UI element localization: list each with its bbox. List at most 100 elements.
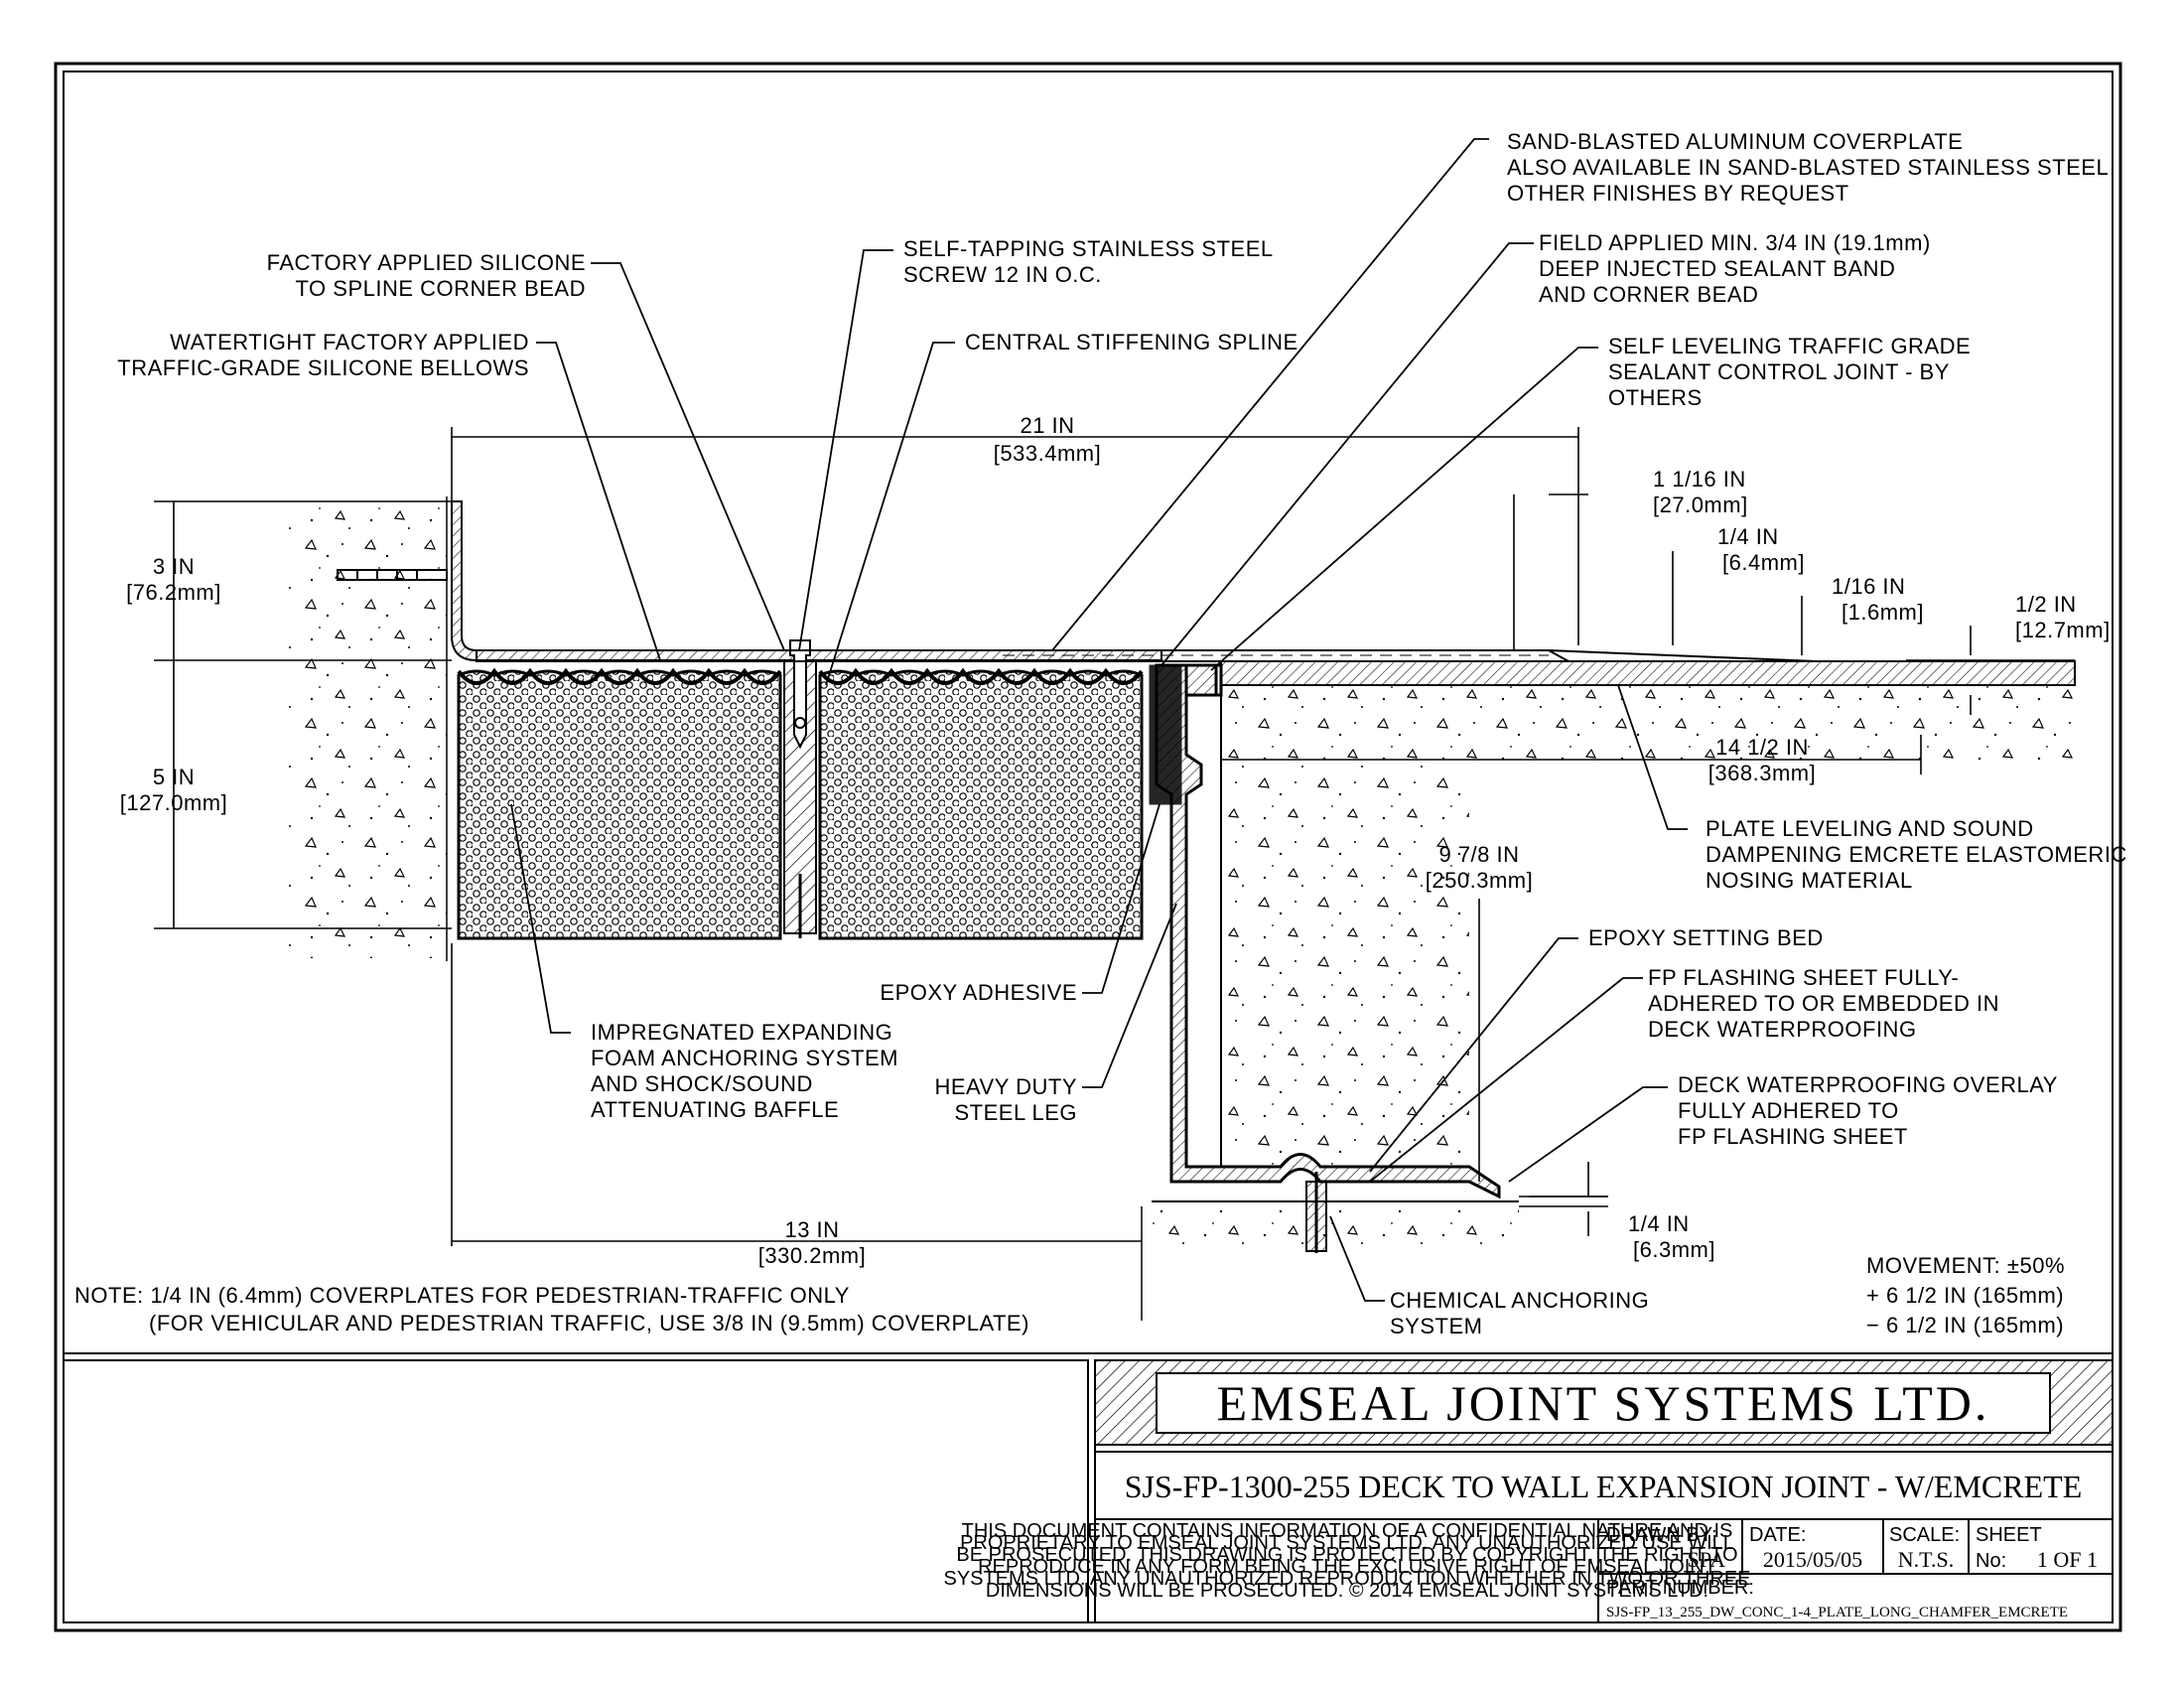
callout-overlay-3: FP FLASHING SHEET [1678,1124,1908,1149]
callout-silicone-bead-2: TO SPLINE CORNER BEAD [296,276,587,301]
callout-control-joint-2: SEALANT CONTROL JOINT - BY [1608,359,1950,384]
callout-field-sealant-1: FIELD APPLIED MIN. 3/4 IN (19.1mm) [1539,230,1931,255]
callout-control-joint-1: SELF LEVELING TRAFFIC GRADE [1608,334,1971,358]
callout-nosing-3: NOSING MATERIAL [1706,868,1913,893]
bellows [457,667,782,685]
dimension-lines [154,427,2075,1246]
disclaimer-1: THIS DOCUMENT CONTAINS INFORMATION OF A … [962,1520,1733,1542]
note-line-1: NOTE: 1/4 IN (6.4mm) COVERPLATES FOR PED… [74,1283,850,1308]
callout-foam-1: IMPREGNATED EXPANDING [591,1020,892,1045]
screw [789,639,811,750]
disclaimer-3: BE PROSECUTED. THIS DRAWING IS PROTECTED… [956,1544,1737,1566]
callout-steel-leg-1: HEAVY DUTY [934,1074,1077,1099]
callout-anchoring-1: CHEMICAL ANCHORING [1390,1288,1649,1313]
steel-leg [1155,663,1501,1199]
callout-coverplate-3: OTHER FINISHES BY REQUEST [1507,181,1849,206]
movement-plus: + 6 1/2 IN (165mm) [1866,1283,2064,1308]
callout-foam-3: AND SHOCK/SOUND [591,1071,813,1096]
callout-field-sealant-3: AND CORNER BEAD [1539,282,1758,307]
part-number-label: PART NUMBER: [1606,1577,1754,1599]
callout-epoxy-adhesive: EPOXY ADHESIVE [880,980,1077,1005]
title-block [63,1352,2114,1623]
callout-silicone-bead-1: FACTORY APPLIED SILICONE [267,250,586,275]
sheet-value: 1 OF 1 [2037,1547,2098,1572]
joint-section [288,496,2076,1321]
wall-angle [451,500,1162,661]
company-name: EMSEAL JOINT SYSTEMS LTD. [1217,1375,1990,1431]
callout-nosing-2: DAMPENING EMCRETE ELASTOMERIC [1706,842,2127,867]
callout-setting-bed: EPOXY SETTING BED [1588,925,1824,950]
callout-coverplate-2: ALSO AVAILABLE IN SAND-BLASTED STAINLESS… [1507,155,2109,180]
dim-14-1-2-in: 14 1/2 IN [1715,735,1809,760]
callout-overlay-2: FULLY ADHERED TO [1678,1098,1899,1123]
right-concrete [1221,685,2075,765]
drawing-title: SJS-FP-1300-255 DECK TO WALL EXPANSION J… [1125,1469,2083,1504]
sheet-no-label: No: [1976,1550,2006,1572]
callout-screw-1: SELF-TAPPING STAINLESS STEEL [903,236,1274,261]
outer-border [54,62,2122,1632]
dim-13-in: 13 IN [784,1217,839,1242]
dim-5-mm: [127.0mm] [120,790,227,815]
dim-9-7-8-mm: [250.3mm] [1426,868,1533,893]
dim-1-2-in: 1/2 IN [2015,592,2077,617]
dim-9-7-8-in: 9 7/8 IN [1438,842,1519,867]
callout-flashing-1: FP FLASHING SHEET FULLY- [1648,965,1959,990]
dim-1-4-bottom-mm: [6.3mm] [1633,1237,1715,1262]
title-block-text: EMSEAL JOINT SYSTEMS LTD. SJS-FP-1300-25… [943,1375,2098,1620]
callout-field-sealant-2: DEEP INJECTED SEALANT BAND [1539,256,1895,281]
callout-steel-leg-2: STEEL LEG [954,1100,1077,1125]
dim-3-in: 3 IN [153,554,195,579]
scale-label: SCALE: [1889,1524,1960,1546]
notes: NOTE: 1/4 IN (6.4mm) COVERPLATES FOR PED… [74,1253,2065,1337]
dim-21-mm: [533.4mm] [994,441,1101,466]
dim-1-2-mm: [12.7mm] [2015,618,2111,642]
callout-flashing-3: DECK WATERPROOFING [1648,1017,1917,1042]
chemical-anchor [1305,1172,1327,1253]
callout-bellows-1: WATERTIGHT FACTORY APPLIED [170,330,529,354]
disclaimer-2: PROPRIETARY TO EMSEAL JOINT SYSTEMS LTD.… [960,1532,1734,1554]
date-value: 2015/05/05 [1763,1547,1862,1572]
dim-1-1-16-in: 1 1/16 IN [1653,467,1746,492]
dim-14-1-2-mm: [368.3mm] [1708,761,1816,785]
callout-bellows-2: TRAFFIC-GRADE SILICONE BELLOWS [117,355,529,380]
dim-13-mm: [330.2mm] [758,1243,866,1268]
drawn-by-label: DRAWN BY: [1606,1524,1717,1546]
callout-foam-4: ATTENUATING BAFFLE [591,1097,839,1122]
callout-nosing-1: PLATE LEVELING AND SOUND [1706,816,2034,841]
dim-1-4-top-mm: [6.4mm] [1722,550,1805,575]
callout-control-joint-3: OTHERS [1608,385,1703,410]
foam-block-right [818,669,1144,940]
disclaimer-6: DIMENSIONS WILL BE PROSECUTED. © 2014 EM… [986,1580,1708,1602]
nosing [1220,660,2076,686]
leader-lines [510,138,1688,1302]
movement-minus: − 6 1/2 IN (165mm) [1866,1313,2064,1337]
scale-value: N.T.S. [1898,1547,1954,1572]
dim-1-4-top-in: 1/4 IN [1717,524,1779,549]
callout-spline: CENTRAL STIFFENING SPLINE [965,330,1298,354]
dim-1-1-16-mm: [27.0mm] [1653,492,1748,517]
note-line-2: (FOR VEHICULAR AND PEDESTRIAN TRAFFIC, U… [149,1311,1029,1336]
callout-flashing-2: ADHERED TO OR EMBEDDED IN [1648,991,1999,1016]
anchor-bolt [337,569,448,581]
foam-block [457,669,782,940]
deck-slab [1221,765,1469,1167]
dim-3-mm: [76.2mm] [126,580,221,605]
dim-21-in: 21 IN [1020,413,1074,438]
dimension-text: 21 IN [533.4mm] 1 1/16 IN [27.0mm] 1/4 I… [120,413,2111,1268]
sheet-label: SHEET [1976,1524,2042,1546]
disclaimer-4: REPRODUCE IN ANY FORM BEING THE EXCLUSIV… [978,1556,1716,1578]
date-label: DATE: [1749,1524,1806,1546]
disclaimer-5: SYSTEMS LTD. ANY UNAUTHORIZED REPRODUCTI… [943,1568,1750,1590]
dim-1-16-in: 1/16 IN [1832,574,1905,599]
dim-1-16-mm: [1.6mm] [1842,600,1924,625]
dim-5-in: 5 IN [153,765,195,789]
dim-1-4-bottom-in: 1/4 IN [1628,1211,1690,1236]
callout-foam-2: FOAM ANCHORING SYSTEM [591,1046,898,1070]
drawn-by-value: SPA [1688,1547,1725,1572]
movement-title: MOVEMENT: ±50% [1866,1253,2065,1278]
callout-screw-2: SCREW 12 IN O.C. [903,262,1102,287]
callouts: SAND-BLASTED ALUMINUM COVERPLATE ALSO AV… [117,129,2127,1338]
callout-anchoring-2: SYSTEM [1390,1314,1482,1338]
callout-coverplate-1: SAND-BLASTED ALUMINUM COVERPLATE [1507,129,1963,154]
